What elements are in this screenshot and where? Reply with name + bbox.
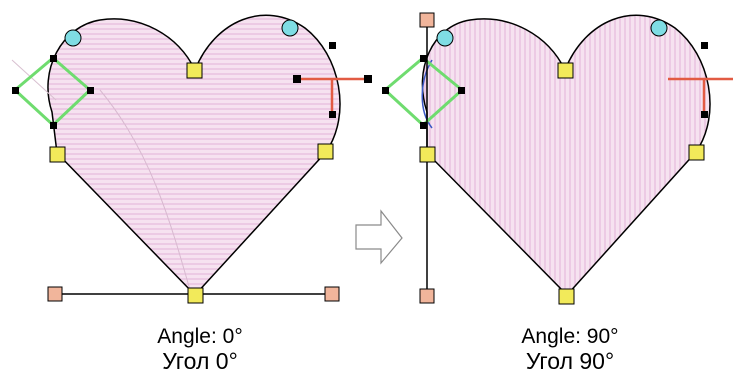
left-diamond-node-bottom[interactable] — [50, 122, 57, 129]
left-caption-angle: Angle: 0° — [157, 325, 243, 348]
right-red-handle-node-bottom[interactable] — [701, 111, 708, 118]
right-diamond-node-top[interactable] — [420, 55, 427, 62]
left-caption-angle-ru: Угол 0° — [162, 348, 238, 374]
right-cyan-node-left[interactable] — [436, 29, 454, 47]
right-yellow-node-left[interactable] — [419, 146, 436, 163]
right-cyan-node-right[interactable] — [650, 19, 668, 37]
right-heart-outline — [421, 14, 711, 297]
left-diamond-node-left[interactable] — [12, 87, 19, 94]
left-curve-guide — [99, 89, 191, 291]
left-yellow-node-left[interactable] — [49, 146, 66, 163]
right-diamond-node-right[interactable] — [458, 87, 465, 94]
right-angle-node-top[interactable] — [419, 12, 435, 28]
left-angle-node-right[interactable] — [324, 286, 340, 302]
right-angle-node-bottom[interactable] — [419, 288, 435, 304]
left-cyan-node-left[interactable] — [64, 29, 82, 47]
left-red-handle-node-bottom[interactable] — [329, 111, 336, 118]
left-heart — [11, 14, 372, 304]
right-red-handle-node-top[interactable] — [701, 42, 708, 49]
right-yellow-node-top[interactable] — [557, 62, 574, 79]
left-angle-node-left[interactable] — [47, 286, 63, 302]
left-red-handle-node-left[interactable] — [293, 75, 301, 83]
right-caption-angle-ru: Угол 90° — [525, 348, 615, 374]
right-blue-curve — [421, 59, 433, 129]
left-tail-line — [11, 59, 57, 101]
left-cyan-node-right[interactable] — [281, 19, 299, 37]
left-yellow-node-bottom[interactable] — [187, 287, 204, 304]
right-heart — [382, 12, 733, 305]
right-yellow-node-bottom[interactable] — [558, 288, 575, 305]
right-diamond-node-left[interactable] — [382, 87, 389, 94]
right-yellow-node-right[interactable] — [688, 144, 705, 161]
left-diamond-node-top[interactable] — [50, 55, 57, 62]
left-heart-fill — [47, 15, 341, 295]
left-red-handle[interactable] — [297, 77, 368, 114]
left-yellow-node-top[interactable] — [186, 62, 203, 79]
left-yellow-node-right[interactable] — [317, 143, 334, 160]
left-red-handle-node-top[interactable] — [329, 42, 336, 49]
right-caption-angle: Angle: 90° — [521, 325, 619, 348]
right-red-handle[interactable] — [668, 77, 733, 114]
right-heart-fill — [422, 15, 711, 295]
left-diamond-node-right[interactable] — [87, 87, 94, 94]
right-diamond-node-bottom[interactable] — [420, 122, 427, 129]
left-heart-outline — [47, 14, 341, 297]
transition-arrow — [355, 209, 403, 265]
left-red-handle-node-right[interactable] — [364, 75, 372, 83]
